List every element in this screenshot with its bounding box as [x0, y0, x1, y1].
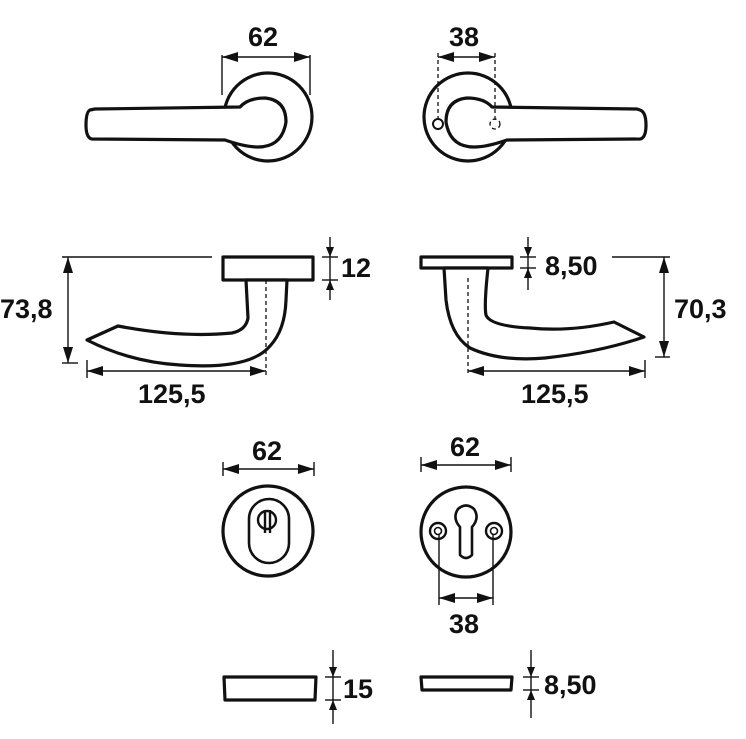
arrow-right-icon [294, 52, 310, 62]
lever-side-outline [442, 266, 646, 361]
dim-label: 8,50 [545, 251, 598, 281]
screw-hole-right-inner [489, 526, 499, 536]
side-view-right-lever: 8,50 70,3 125,5 [419, 237, 727, 409]
arrow-right-icon [298, 464, 314, 474]
arrow-right-icon [477, 593, 493, 603]
arrow-up-icon [326, 280, 334, 290]
rose-side [419, 255, 514, 270]
dim-label: 125,5 [138, 379, 206, 409]
side-view-left-lever: 12 73,8 125,5 [0, 237, 371, 409]
arrow-right-icon [629, 366, 645, 376]
arrow-left-icon [223, 464, 239, 474]
screw-hole-left-inner [433, 526, 443, 536]
lever-side-outline [85, 278, 289, 368]
escutcheon-profile-cylinder: 62 38 [419, 432, 513, 639]
arrow-right-icon [479, 52, 495, 62]
dim-label: 12 [341, 253, 371, 283]
arrow-down-icon [659, 341, 669, 357]
dim-label: 73,8 [0, 294, 53, 324]
arrow-down-icon [63, 347, 73, 363]
thumb-turn-icon [256, 509, 278, 531]
arrow-left-icon [421, 460, 437, 470]
dim-label: 125,5 [521, 379, 589, 409]
keyhole-icon [454, 504, 478, 560]
lever-outline [84, 96, 288, 149]
arrow-up-icon [63, 257, 73, 273]
fixing-hole [432, 118, 444, 130]
arrow-up-icon [527, 690, 535, 700]
dim-label: 38 [449, 609, 479, 639]
escutcheon-cylinder-cover: 62 [221, 436, 315, 578]
escutcheon-side-right: 8,50 [419, 650, 597, 718]
arrow-left-icon [222, 52, 238, 62]
dim-label: 8,50 [544, 670, 597, 700]
dim-label: 62 [248, 22, 278, 52]
arrow-left-icon [439, 593, 455, 603]
arrow-down-icon [524, 247, 532, 257]
escutcheon-side-outline [222, 675, 318, 702]
arrow-left-icon [438, 52, 454, 62]
arrow-up-icon [659, 257, 669, 273]
arrow-down-icon [329, 667, 337, 677]
escutcheon-side-outline [419, 675, 514, 692]
dim-label: 62 [252, 436, 282, 466]
arrow-left-icon [87, 366, 103, 376]
dim-label: 70,3 [674, 294, 727, 324]
rose-side [221, 255, 315, 282]
arrow-up-icon [524, 268, 532, 278]
escutcheon-side-left: 15 [222, 650, 373, 724]
arrow-up-icon [329, 700, 337, 710]
dim-label: 38 [449, 22, 479, 52]
arrow-down-icon [326, 247, 334, 257]
arrow-left-icon [468, 366, 484, 376]
dim-label: 62 [450, 432, 480, 462]
front-view-left-lever: 62 [84, 22, 314, 163]
front-view-right-lever: 38 [422, 22, 648, 163]
arrow-down-icon [527, 667, 535, 677]
lever-outline [444, 96, 648, 149]
arrow-right-icon [495, 460, 511, 470]
dim-label: 15 [343, 674, 373, 704]
arrow-right-icon [250, 366, 266, 376]
